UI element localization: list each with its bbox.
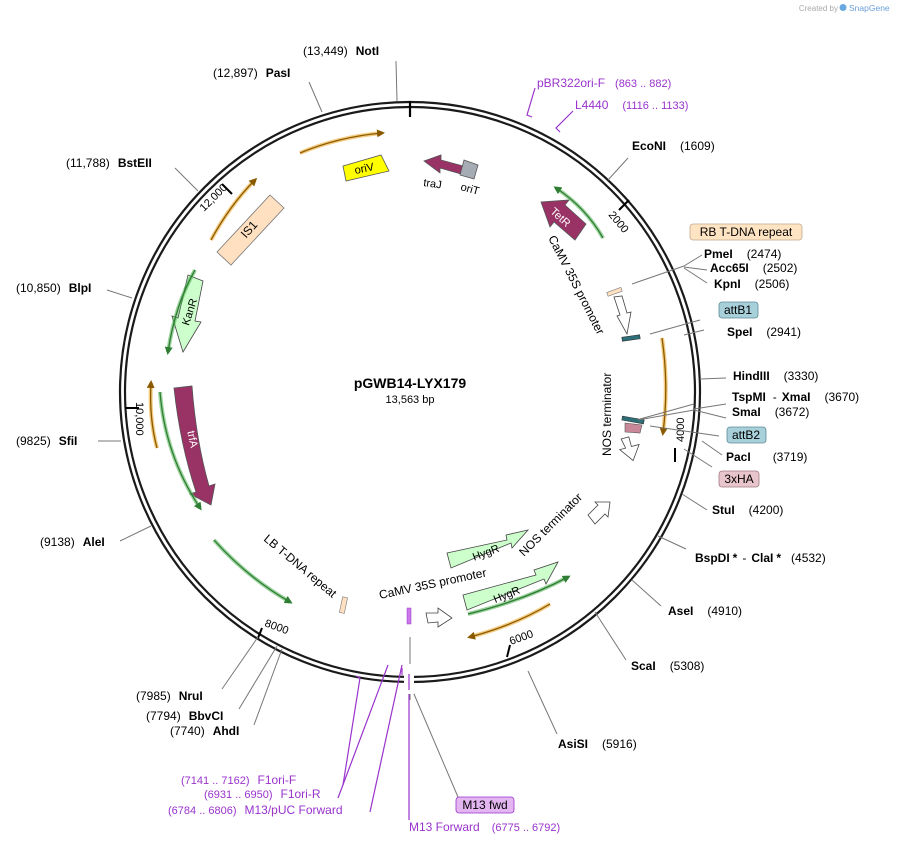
- primer-marks: [337, 87, 574, 820]
- feature-trfA[interactable]: trfA: [173, 385, 216, 506]
- plasmid-name: pGWB14-LYX179: [354, 375, 467, 391]
- label-3xHA[interactable]: 3xHA: [718, 470, 760, 488]
- snapgene-logo-icon: [839, 4, 847, 11]
- feature-IS1[interactable]: IS1: [216, 194, 285, 266]
- enzyme-SfiI[interactable]: (9825)SfiI: [16, 434, 77, 448]
- enzyme-BbvCI[interactable]: (7794)BbvCI: [146, 709, 223, 723]
- feature-traJ[interactable]: traJ: [423, 154, 464, 192]
- feature-oriT[interactable]: oriT: [459, 159, 481, 198]
- svg-text:oriT: oriT: [459, 181, 481, 198]
- svg-text:NOS terminator: NOS terminator: [516, 490, 585, 559]
- credit-prefix: Created by: [799, 4, 838, 13]
- enzyme-StuI[interactable]: StuI(4200): [712, 503, 783, 517]
- svg-text:10,000: 10,000: [133, 402, 145, 436]
- orf-top-orange: [299, 131, 383, 155]
- feature-nos-lower[interactable]: NOS terminator: [516, 490, 611, 559]
- svg-text:2000: 2000: [606, 209, 631, 235]
- svg-text:8000: 8000: [263, 618, 290, 638]
- primer-L4440[interactable]: L4440(1116 .. 1133): [575, 98, 688, 112]
- svg-text:3xHA: 3xHA: [724, 472, 753, 486]
- plasmid-size: 13,563 bp: [386, 394, 435, 406]
- svg-text:RB T-DNA repeat: RB T-DNA repeat: [700, 225, 793, 239]
- enzyme-Acc65I[interactable]: Acc65I(2502): [710, 261, 797, 275]
- enzyme-NotI[interactable]: (13,449)NotI: [303, 44, 379, 58]
- primer-pBR322ori-F[interactable]: pBR322ori-F(863 .. 882): [537, 76, 671, 90]
- svg-text:HygR: HygR: [471, 543, 501, 564]
- enzyme-BstEII[interactable]: (11,788)BstEII: [66, 156, 152, 170]
- tick-6000: 6000: [506, 628, 535, 658]
- enzyme-SpeI[interactable]: SpeI(2941): [727, 325, 801, 339]
- feature-lb-tdna[interactable]: LB T-DNA repeat: [261, 532, 348, 614]
- primer-F1ori-F[interactable]: (7141 .. 7162)F1ori-F: [181, 773, 296, 787]
- svg-text:attB2: attB2: [732, 428, 760, 442]
- label-rb-tdna-repeat[interactable]: RB T-DNA repeat: [689, 223, 803, 241]
- enzyme-PasI[interactable]: (12,897)PasI: [213, 66, 290, 80]
- primer-M13-pUC-Forward[interactable]: (6784 .. 6806)M13/pUC Forward: [168, 803, 343, 817]
- enzyme-AsiSI[interactable]: AsiSI(5916): [558, 737, 637, 751]
- feature-nos-right[interactable]: NOS terminator: [600, 373, 645, 464]
- enzyme-SmaI[interactable]: SmaI(3672): [732, 405, 809, 419]
- enzyme-EcoNI[interactable]: EcoNI(1609): [632, 139, 715, 153]
- enzyme-AhdI[interactable]: (7740)AhdI: [170, 724, 239, 738]
- tick-2000: 2000: [606, 199, 631, 236]
- enzyme-TspMI-XmaI[interactable]: TspMI-XmaI(3670): [732, 390, 859, 404]
- svg-text:6000: 6000: [508, 628, 535, 648]
- enzyme-AseI[interactable]: AseI(4910): [668, 604, 742, 618]
- tick-12000: 12,000: [198, 182, 233, 214]
- svg-text:NOS terminator: NOS terminator: [600, 373, 614, 456]
- enzyme-PacI[interactable]: PacI(3719): [726, 450, 807, 464]
- label-attB2[interactable]: attB2: [726, 426, 767, 444]
- enzyme-NruI[interactable]: (7985)NruI: [136, 689, 203, 703]
- feature-oriV[interactable]: oriV: [342, 154, 390, 182]
- feature-KanR[interactable]: KanR: [171, 274, 204, 353]
- attb1-mark: [621, 334, 641, 342]
- svg-text:traJ: traJ: [423, 177, 443, 191]
- enzyme-HindIII[interactable]: HindIII(3330): [733, 369, 818, 383]
- svg-text:attB1: attB1: [724, 303, 752, 317]
- credit-brand: SnapGene: [849, 3, 890, 13]
- label-M13-fwd[interactable]: M13 fwd: [455, 796, 515, 814]
- label-attB1[interactable]: attB1: [718, 301, 759, 319]
- enzyme-PmeI[interactable]: PmeI(2474): [704, 247, 781, 261]
- feature-camv-35s-right[interactable]: CaMV 35S promoter: [545, 233, 632, 337]
- primer-M13-Forward[interactable]: M13 Forward(6775 .. 6792): [409, 820, 560, 834]
- enzyme-BspDI-ClaI[interactable]: BspDI*-ClaI*(4532): [695, 551, 826, 565]
- svg-text:M13 fwd: M13 fwd: [462, 798, 507, 812]
- svg-text:trfA: trfA: [184, 430, 199, 450]
- svg-text:CaMV 35S promoter: CaMV 35S promoter: [545, 233, 607, 337]
- tick-10000: 10,000: [125, 402, 145, 436]
- enzyme-KpnI[interactable]: KpnI(2506): [714, 277, 789, 291]
- primer-F1ori-R[interactable]: (6931 .. 6950)F1ori-R: [204, 787, 321, 801]
- enzyme-BlpI[interactable]: (10,850)BlpI: [16, 281, 91, 295]
- enzyme-AleI[interactable]: (9138)AleI: [40, 535, 105, 549]
- tick-4000: 4000: [674, 418, 687, 462]
- rb-tdna-mark: [606, 286, 623, 297]
- svg-text:oriV: oriV: [354, 161, 376, 177]
- svg-text:4000: 4000: [675, 418, 687, 442]
- enzyme-ScaI[interactable]: ScaI(5308): [631, 659, 704, 673]
